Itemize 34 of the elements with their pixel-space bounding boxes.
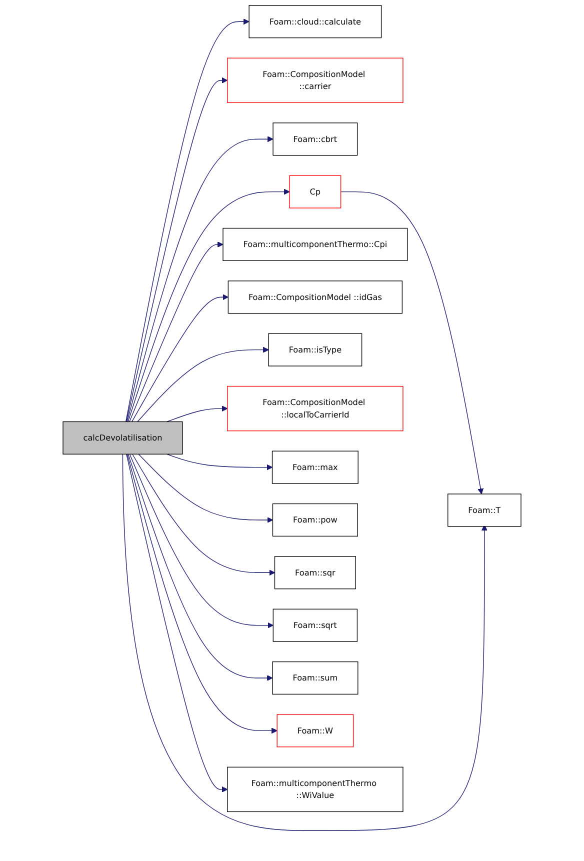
arrow: [128, 188, 290, 422]
arrow: [126, 18, 250, 422]
arrow: [138, 454, 273, 523]
node-box: Foam::CompositionModel ::localToCarrierId: [227, 386, 404, 432]
node-box: Foam::cloud::calculate: [248, 5, 382, 38]
node-box: Foam::cbrt: [272, 122, 358, 156]
node-box: Foam::CompositionModel ::carrier: [227, 58, 404, 103]
node-box: Cp: [289, 175, 342, 208]
node-box: Foam::multicomponentThermo::Cpi: [222, 228, 408, 261]
node-box: Foam::max: [272, 450, 358, 484]
node-box: Foam::pow: [272, 503, 358, 537]
arrow: [126, 454, 228, 792]
node-box: Foam::sum: [272, 661, 358, 695]
node-box: Foam::CompositionModel ::idGas: [228, 280, 403, 314]
arrow: [132, 294, 228, 422]
arrow: [126, 77, 228, 422]
node-box: Foam::W: [276, 714, 354, 748]
arrow: [132, 454, 276, 576]
arrow: [129, 454, 274, 628]
arrow: [122, 454, 488, 831]
arrow: [128, 454, 273, 681]
node-box: Foam::isType: [268, 333, 362, 366]
arrow: [129, 241, 224, 422]
arrow: [166, 406, 228, 422]
arrow: [137, 346, 269, 422]
node-box: Foam::sqrt: [272, 608, 358, 642]
node-box: Foam::sqr: [274, 556, 356, 590]
node-box: Foam::T: [448, 494, 522, 527]
arrow: [340, 191, 484, 494]
arrow: [126, 454, 278, 734]
arrow: [166, 454, 273, 470]
node-box: calcDevolatilisation: [62, 421, 183, 454]
node-box: Foam::multicomponentThermo ::WiValue: [227, 766, 404, 812]
arrow: [126, 136, 274, 422]
